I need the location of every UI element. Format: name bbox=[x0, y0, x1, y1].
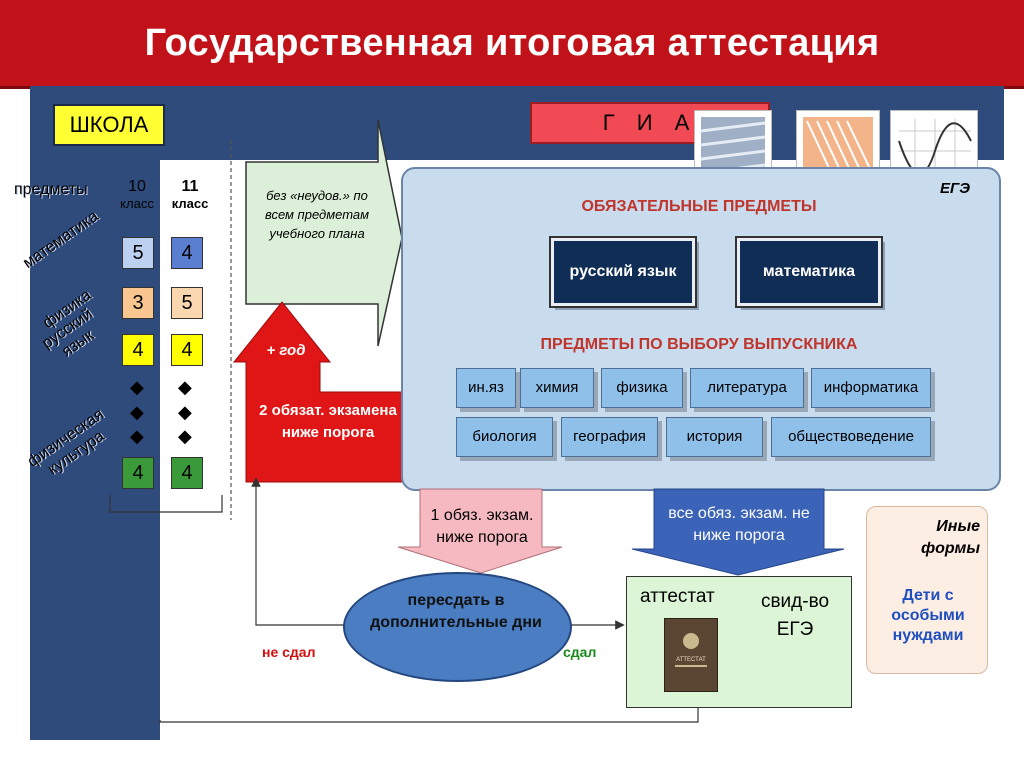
grade-russian-10: 4 bbox=[122, 334, 154, 366]
retake-label: пересдать в дополнительные дни bbox=[370, 592, 542, 631]
callout-arrow bbox=[245, 119, 403, 347]
more-diamond: ◆ bbox=[130, 402, 144, 422]
coat-of-arms-icon bbox=[675, 633, 707, 667]
two-exams-below-label: 2 обязат. экзамена ниже порога bbox=[259, 402, 397, 441]
more-diamond: ◆ bbox=[130, 426, 144, 446]
more-diamond: ◆ bbox=[130, 377, 144, 397]
elective-chip: география bbox=[561, 417, 658, 457]
mandatory-russian: русский язык bbox=[549, 236, 697, 308]
other-forms-label: Иные формы bbox=[921, 518, 980, 557]
elective-chip: обществоведение bbox=[771, 417, 931, 457]
blue-down-arrow bbox=[631, 488, 845, 576]
certificate-doc-title: АТТЕСТАТ bbox=[676, 657, 706, 663]
mandatory-math: математика bbox=[735, 236, 883, 308]
certificate-document-image: АТТЕСТАТ bbox=[664, 618, 718, 692]
elective-chip: химия bbox=[520, 368, 594, 408]
title-bar: Государственная итоговая аттестация bbox=[0, 0, 1024, 89]
elective-chip: физика bbox=[601, 368, 683, 408]
elective-chip: информатика bbox=[811, 368, 931, 408]
grade-physics-10: 3 bbox=[122, 287, 154, 319]
grade-physics-11: 5 bbox=[171, 287, 203, 319]
grade11-number: 11 bbox=[181, 178, 199, 195]
grade-math-10: 5 bbox=[122, 237, 154, 269]
special-needs-label: Дети с особыми нуждами bbox=[891, 587, 965, 644]
certificates-box bbox=[626, 576, 852, 708]
callout-text: без «неудов.» по всем предметам учебного… bbox=[264, 188, 370, 241]
other-forms-card bbox=[866, 506, 988, 674]
grade10-number: 10 bbox=[128, 178, 146, 195]
flow-lines bbox=[159, 477, 703, 723]
more-diamond: ◆ bbox=[178, 402, 192, 422]
certificate-label: аттестат bbox=[640, 586, 715, 607]
grade10-header: 10 класс bbox=[112, 178, 162, 211]
left-margin bbox=[0, 160, 30, 768]
grade11-header: 11 класс bbox=[162, 178, 218, 211]
more-diamond: ◆ bbox=[178, 377, 192, 397]
plus-year-label: + год bbox=[266, 342, 306, 359]
mandatory-header: ОБЯЗАТЕЛЬНЫЕ ПРЕДМЕТЫ bbox=[581, 198, 817, 215]
one-exam-below-label: 1 обяз. экзам. ниже порога bbox=[430, 507, 534, 546]
retake-node bbox=[343, 572, 572, 682]
passed-label: сдал bbox=[563, 644, 597, 660]
elective-chip: биология bbox=[456, 417, 553, 457]
grade-russian-11: 4 bbox=[171, 334, 203, 366]
ege-label: ЕГЭ bbox=[940, 180, 970, 197]
elective-chip: литература bbox=[690, 368, 804, 408]
grade-pe-11: 4 bbox=[171, 457, 203, 489]
grade10-word: класс bbox=[120, 196, 154, 211]
connector-lines bbox=[109, 140, 232, 520]
elective-chip: история bbox=[666, 417, 763, 457]
failed-label: не сдал bbox=[262, 644, 316, 660]
pink-down-arrow bbox=[397, 488, 563, 574]
elective-chip: ин.яз bbox=[456, 368, 516, 408]
grade11-word: класс bbox=[171, 196, 209, 211]
grade-math-11: 4 bbox=[171, 237, 203, 269]
more-diamond: ◆ bbox=[178, 426, 192, 446]
red-up-arrow bbox=[232, 301, 405, 483]
elective-header: ПРЕДМЕТЫ ПО ВЫБОРУ ВЫПУСКНИКА bbox=[540, 336, 858, 353]
school-label: ШКОЛА bbox=[53, 104, 165, 146]
page-title: Государственная итоговая аттестация bbox=[144, 22, 880, 64]
ege-cert-label: свид-во ЕГЭ bbox=[760, 591, 830, 640]
grade-pe-10: 4 bbox=[122, 457, 154, 489]
subjects-header: предметы bbox=[14, 181, 88, 198]
all-exams-ok-label: все обяз. экзам. не ниже порога bbox=[668, 505, 810, 544]
